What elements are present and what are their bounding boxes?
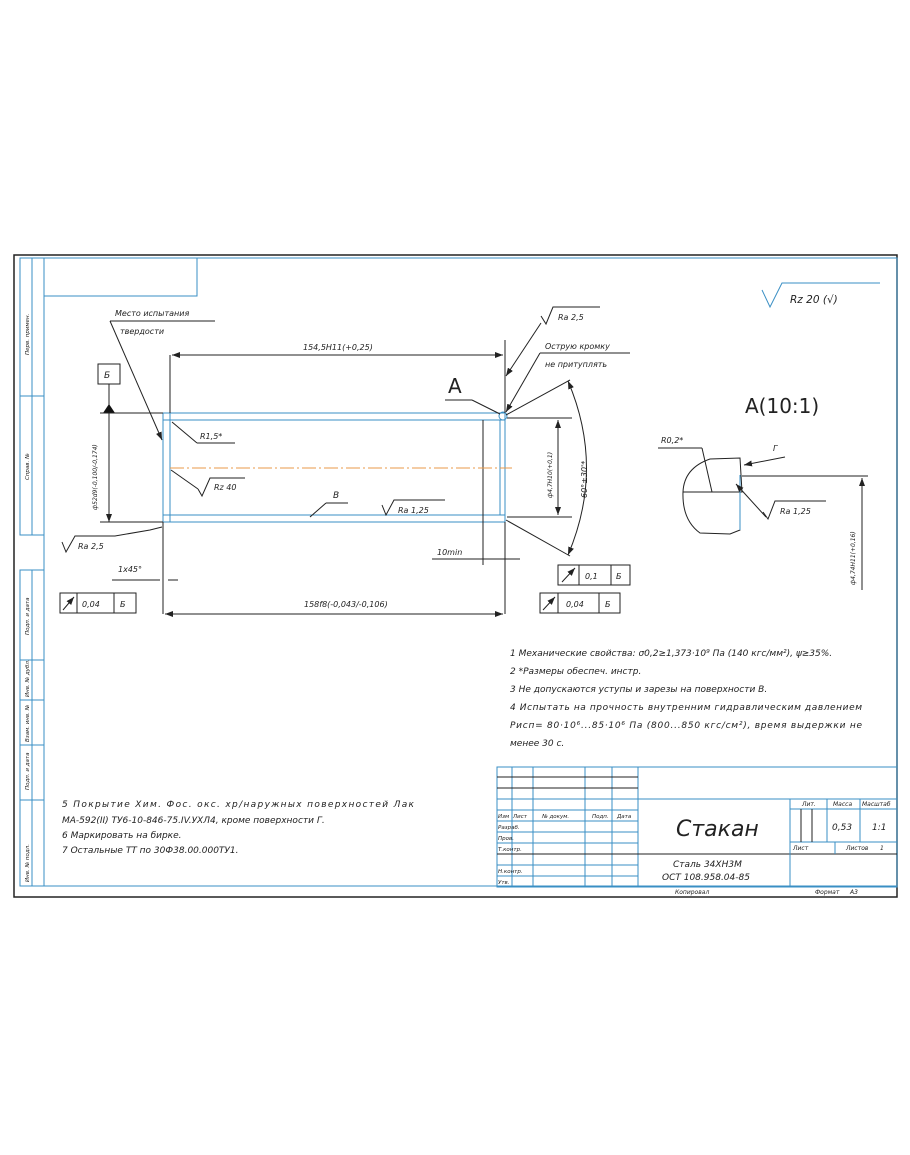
stamp-label: Инв. № подл.	[25, 844, 31, 882]
title-block: Изм Лист № докум. Подп. Дата Разраб. Про…	[496, 766, 898, 896]
stamp-label: Подп. и дата	[25, 597, 31, 635]
radius-callout: R1,5*	[171, 421, 235, 444]
svg-text:Б: Б	[616, 572, 622, 581]
role-label: Т.контр.	[498, 847, 522, 853]
svg-text:Лист: Лист	[792, 845, 809, 852]
svg-text:R0,2*: R0,2*	[661, 436, 683, 445]
svg-text:Г: Г	[773, 444, 778, 453]
header-label: Изм	[498, 814, 509, 820]
datum-b: Б ф52d9(-0,100/-0,174)	[92, 363, 163, 523]
roughness-ra25-left: Ra 2,5	[61, 526, 163, 554]
part-name: Стакан	[676, 817, 759, 842]
svg-text:А(10:1): А(10:1)	[745, 394, 819, 418]
header-label: Дата	[616, 814, 632, 820]
note: 2 *Размеры обеспеч. инстр.	[510, 667, 641, 677]
note: 6 Маркировать на бирке.	[62, 831, 182, 841]
note: 1 Механические свойства: σ0,2≥1,373·10⁹ …	[510, 649, 832, 659]
min-length-dim: 10min	[432, 548, 520, 560]
stamp-label: Перв. примен.	[25, 313, 31, 355]
angle-dim: 60°±30'*	[505, 379, 589, 557]
svg-text:А: А	[448, 374, 462, 398]
svg-text:Б: Б	[605, 600, 611, 609]
svg-text:Б: Б	[104, 371, 110, 381]
svg-text:Копировал: Копировал	[675, 889, 709, 896]
detail-view-a: А(10:1) R0,2* Г Ra 1,25 ф4,74H11(+0,16)	[658, 394, 868, 590]
svg-text:Масса: Масса	[833, 801, 852, 808]
svg-text:Ra 2,5: Ra 2,5	[558, 313, 584, 322]
svg-text:Ra 1,25: Ra 1,25	[780, 507, 811, 516]
svg-text:Лит.: Лит.	[801, 801, 816, 808]
roughness-ra125: Ra 1,25	[381, 499, 445, 517]
ra25-right: Ra 2,5	[505, 306, 600, 377]
svg-text:0,1: 0,1	[585, 572, 598, 581]
tolerance-frame-right-bottom: 0,04 Б	[539, 592, 621, 614]
length-inner-dim: 154,5H11(+0,25)	[169, 340, 506, 413]
svg-text:1: 1	[880, 845, 884, 852]
note: Pисп= 80·10⁶...85·10⁶ Па (800...850 кгс/…	[510, 721, 862, 731]
svg-text:1x45°: 1x45°	[118, 565, 142, 574]
stamp-label: Подп. и дата	[25, 752, 31, 790]
tolerance-frame-left: 0,04 Б	[59, 592, 137, 614]
stamp-label: Взам. инв. №	[25, 704, 31, 742]
note: 3 Не допускаются уступы и зарезы на пове…	[510, 685, 767, 695]
note: 7 Остальные ТТ по 30Ф38.00.000ТУ1.	[62, 846, 239, 856]
role-label: Н.контр.	[498, 869, 523, 875]
note: 5 Покрытие Хим. Фос. окс. хр/наружных по…	[62, 800, 415, 810]
svg-text:Rz 20 (√): Rz 20 (√)	[790, 294, 838, 306]
role-label: Пров.	[498, 836, 514, 842]
note: 4 Испытать на прочность внутренним гидра…	[510, 703, 862, 713]
svg-text:0,04: 0,04	[566, 600, 584, 609]
view-a-marker: А	[445, 374, 501, 415]
chamfer-dim: 1x45°	[112, 522, 178, 614]
svg-text:Ra 1,25: Ra 1,25	[398, 506, 429, 515]
hardness-callout: Место испытания твердости	[109, 309, 215, 441]
hole-diameter-dim: ф4,7H10(+0,1)	[507, 417, 572, 518]
general-roughness: Rz 20 (√)	[761, 282, 880, 309]
svg-text:Острую кромку: Острую кромку	[545, 342, 610, 351]
technical-notes-left: 5 Покрытие Хим. Фос. окс. хр/наружных по…	[62, 800, 415, 856]
header-label: № докум.	[541, 814, 569, 820]
svg-text:Место испытания: Место испытания	[115, 309, 189, 318]
svg-text:158f8(-0,043/-0,106): 158f8(-0,043/-0,106)	[304, 600, 388, 609]
header-label: Лист	[512, 814, 528, 820]
surface-v-callout: В	[309, 491, 348, 518]
svg-text:Ra 2,5: Ra 2,5	[78, 542, 104, 551]
outer-diameter-dim: ф52d9(-0,100/-0,174)	[92, 444, 99, 510]
technical-notes-right: 1 Механические свойства: σ0,2≥1,373·10⁹ …	[510, 649, 862, 749]
stamp-label: Инв. № дубл.	[25, 659, 31, 697]
svg-text:не притуплять: не притуплять	[545, 360, 607, 369]
length-outer-dim: 158f8(-0,043/-0,106)	[165, 522, 506, 617]
tolerance-frame-right-top: 0,1 Б	[557, 564, 631, 586]
roughness-rz40: Rz 40	[170, 469, 245, 498]
svg-text:Формат: Формат	[815, 889, 840, 896]
svg-text:154,5H11(+0,25): 154,5H11(+0,25)	[303, 343, 373, 352]
svg-text:R1,5*: R1,5*	[200, 432, 222, 441]
svg-text:Масштаб: Масштаб	[862, 801, 891, 808]
sharp-edge-callout: Острую кромку не притуплять	[505, 342, 630, 413]
role-label: Разраб.	[498, 825, 520, 831]
svg-text:0,04: 0,04	[82, 600, 100, 609]
svg-text:60°±30'*: 60°±30'*	[580, 461, 589, 498]
material-standard: ОСТ 108.958.04-85	[662, 873, 750, 883]
scale-value: 1:1	[872, 823, 886, 833]
role-label: Утв.	[498, 880, 510, 886]
svg-text:твердости: твердости	[120, 327, 164, 336]
svg-text:В: В	[333, 491, 339, 501]
material: Сталь 34ХН3М	[673, 860, 742, 870]
svg-text:10min: 10min	[437, 548, 462, 557]
svg-text:ф4,74H11(+0,16): ф4,74H11(+0,16)	[850, 531, 857, 585]
note: менее 30 с.	[510, 739, 564, 749]
svg-text:А3: А3	[849, 889, 858, 896]
svg-text:Rz 40: Rz 40	[214, 483, 236, 492]
header-label: Подп.	[592, 814, 609, 820]
svg-text:ф4,7H10(+0,1): ф4,7H10(+0,1)	[547, 452, 554, 498]
svg-text:Б: Б	[120, 600, 126, 609]
note: МА-592(II) ТУ6-10-846-75.IV.УХЛ4, кроме …	[62, 816, 325, 826]
stamp-label: Справ. №	[25, 453, 31, 480]
side-stamp: Перв. примен. Справ. № Подп. и дата Инв.…	[19, 257, 45, 887]
svg-text:Листов: Листов	[845, 845, 869, 852]
part-section	[162, 411, 512, 565]
mass-value: 0,53	[832, 823, 852, 833]
